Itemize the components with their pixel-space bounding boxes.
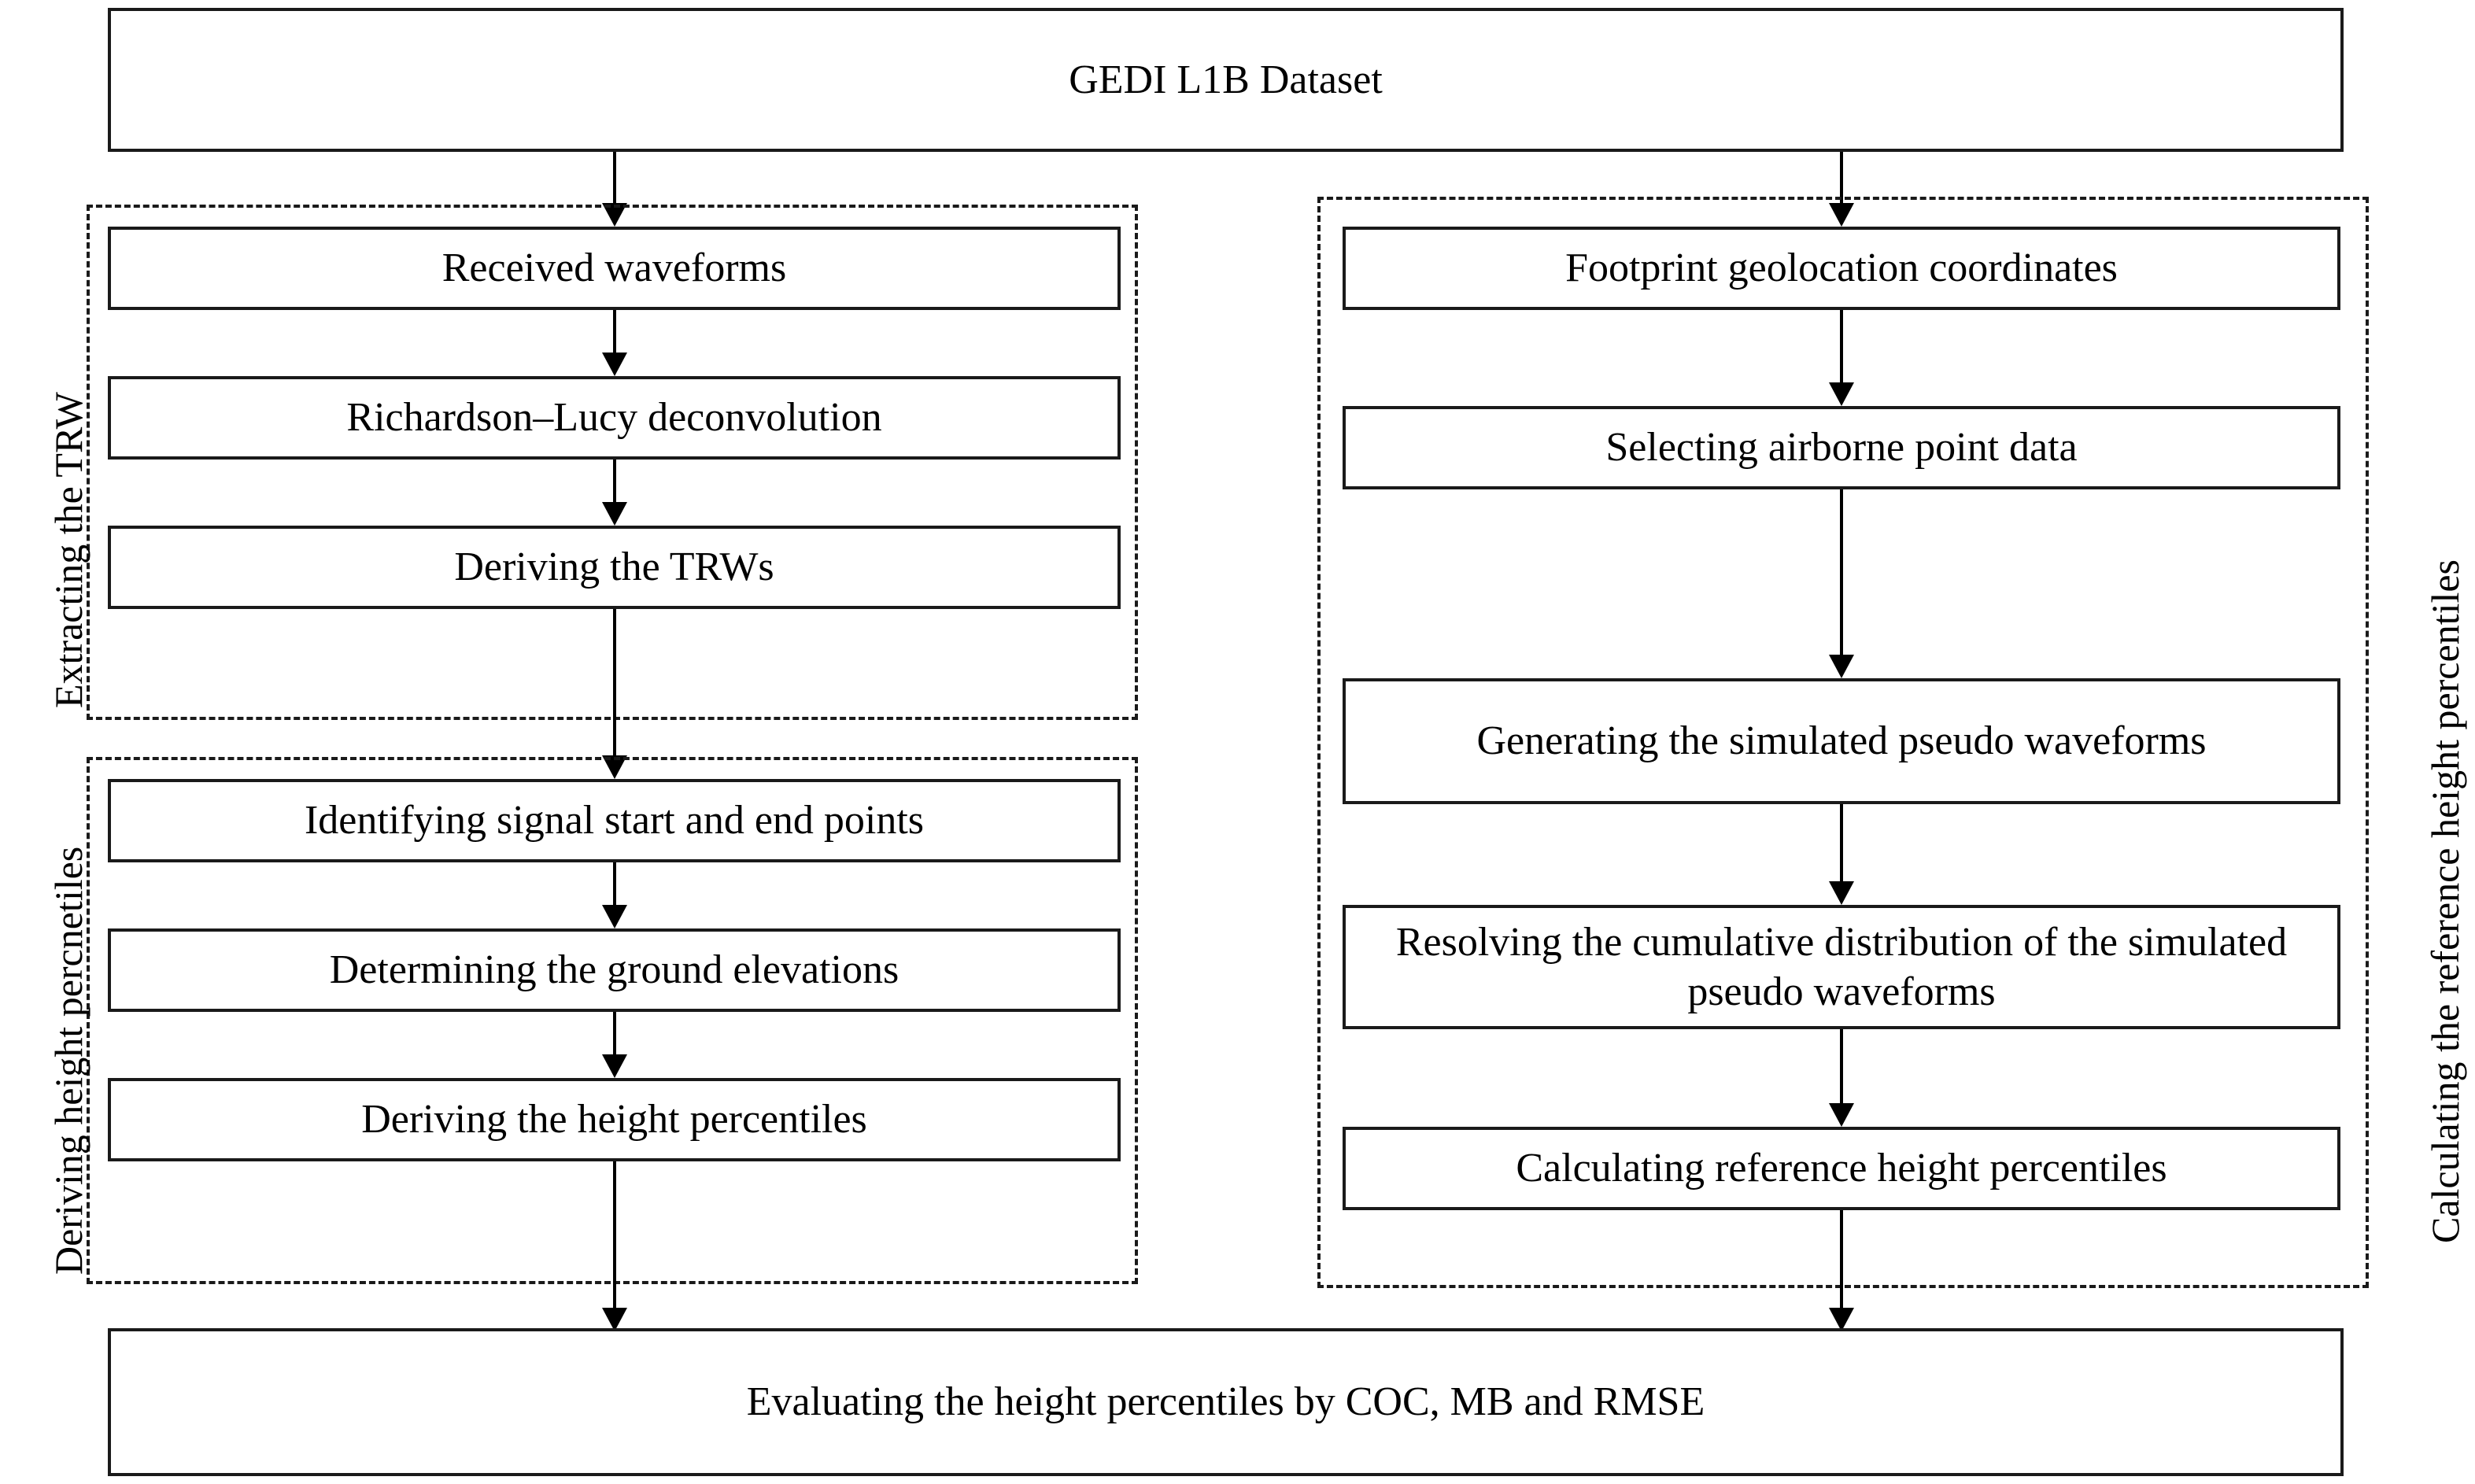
box-label: Resolving the cumulative distribution of…: [1395, 919, 2288, 1014]
box-richardson-lucy-deconvolution[interactable]: Richardson–Lucy deconvolution: [108, 376, 1121, 460]
box-calculating-reference-height-percentiles[interactable]: Calculating reference height percentiles: [1343, 1127, 2340, 1210]
box-deriving-the-height-percentiles[interactable]: Deriving the height percentiles: [108, 1078, 1121, 1161]
group-label-deriving-height-percentiles: Deriving height percnetiles: [46, 846, 91, 1275]
group-label-extracting-the-trw: Extracting the TRW: [46, 392, 91, 708]
box-label: Deriving the height percentiles: [361, 1097, 867, 1143]
box-label: Identifying signal start and end points: [304, 798, 925, 844]
box-label: Received waveforms: [441, 245, 787, 291]
group-deriving-height-percentiles: [87, 757, 1138, 1284]
box-label: Selecting airborne point data: [1605, 425, 2078, 471]
box-selecting-airborne-point-data[interactable]: Selecting airborne point data: [1343, 406, 2340, 489]
box-label: Evaluating the height percentiles by COC…: [746, 1379, 1705, 1425]
box-identifying-signal-start-end-points[interactable]: Identifying signal start and end points: [108, 779, 1121, 862]
group-label-calculating-reference-height-percentiles: Calculating the reference height percent…: [2423, 559, 2467, 1243]
box-footprint-geolocation-coordinates[interactable]: Footprint geolocation coordinates: [1343, 227, 2340, 310]
box-received-waveforms[interactable]: Received waveforms: [108, 227, 1121, 310]
group-calculating-reference-height-percentiles: [1317, 197, 2369, 1288]
box-label: Deriving the TRWs: [454, 545, 774, 590]
group-extracting-the-trw: [87, 205, 1138, 720]
box-label: Generating the simulated pseudo waveform…: [1476, 718, 2207, 764]
box-evaluating-height-percentiles[interactable]: Evaluating the height percentiles by COC…: [108, 1328, 2344, 1476]
box-gedi-l1b-dataset[interactable]: GEDI L1B Dataset: [108, 8, 2344, 152]
box-generating-simulated-pseudo-waveforms[interactable]: Generating the simulated pseudo waveform…: [1343, 678, 2340, 804]
box-label: GEDI L1B Dataset: [1069, 57, 1383, 102]
box-label: Footprint geolocation coordinates: [1565, 245, 2118, 291]
box-label: Richardson–Lucy deconvolution: [346, 395, 882, 441]
box-deriving-the-trws[interactable]: Deriving the TRWs: [108, 526, 1121, 609]
box-label: Determining the ground elevations: [329, 947, 899, 993]
box-determining-ground-elevations[interactable]: Determining the ground elevations: [108, 928, 1121, 1012]
box-label: Calculating reference height percentiles: [1516, 1146, 2167, 1191]
box-resolving-cumulative-distribution[interactable]: Resolving the cumulative distribution of…: [1343, 905, 2340, 1029]
